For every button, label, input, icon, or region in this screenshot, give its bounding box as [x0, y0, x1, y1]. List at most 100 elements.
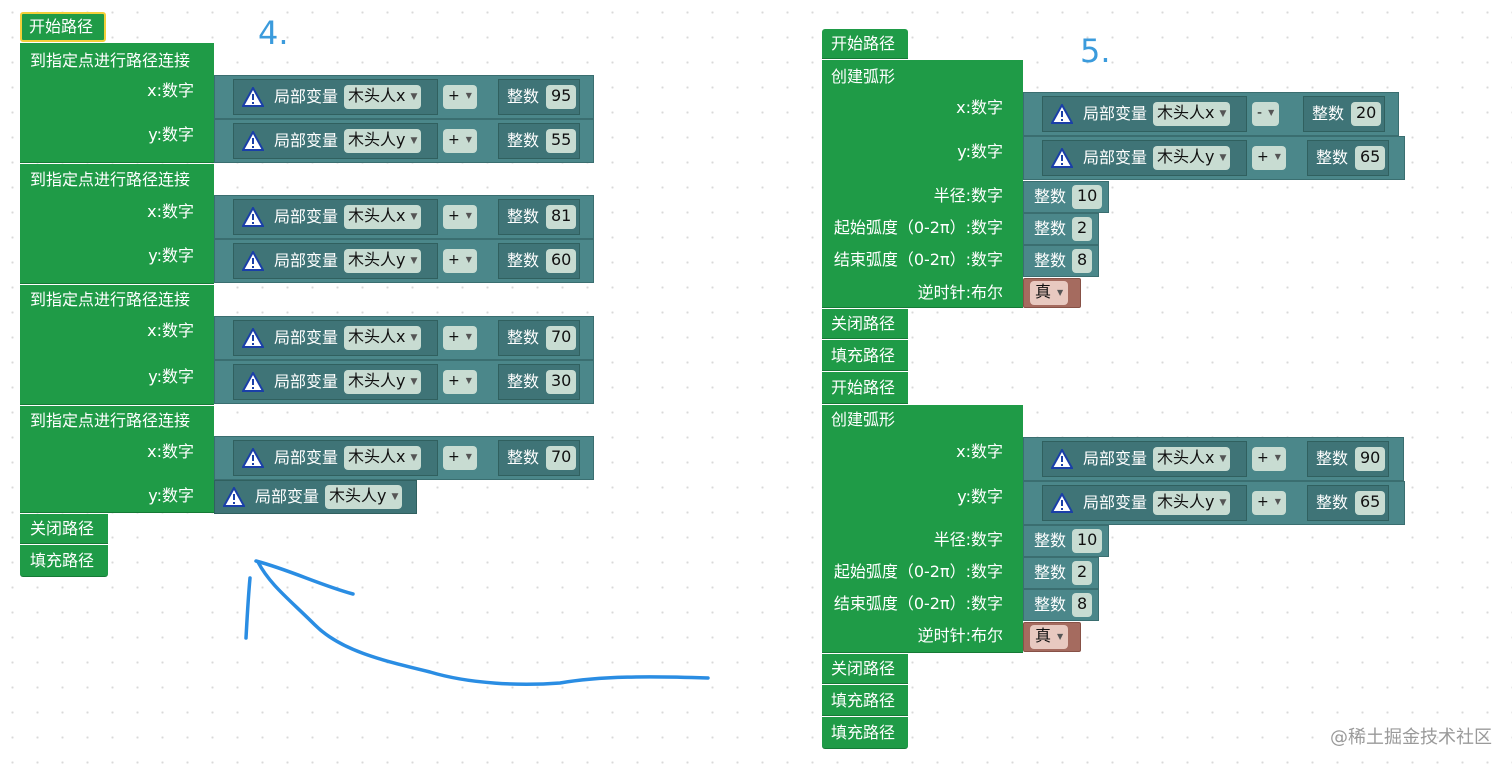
fill-path-block-right-2[interactable]: 填充路径 [822, 685, 908, 716]
operator-dropdown[interactable]: -▼ [1252, 102, 1280, 126]
warning-triangle-icon[interactable] [242, 251, 264, 271]
warning-triangle-icon[interactable] [1051, 148, 1073, 168]
variable-dropdown[interactable]: 木头人y▼ [344, 129, 422, 153]
local-variable-block[interactable]: 局部变量 木头人x▼ [233, 320, 438, 356]
variable-dropdown[interactable]: 木头人y▼ [325, 485, 403, 509]
integer-block[interactable]: 整数 81 [498, 199, 580, 235]
integer-block[interactable]: 整数 95 [498, 79, 580, 115]
create-arc-block-1[interactable]: 创建弧形 x:数字 y:数字 半径:数字 起始弧度（0-2π）:数字 结束弧度（… [822, 60, 1023, 308]
integer-value-field[interactable]: 95 [546, 85, 577, 109]
operator-dropdown[interactable]: +▼ [1252, 447, 1286, 471]
integer-value-field[interactable]: 8 [1072, 593, 1093, 617]
local-variable-block[interactable]: 局部变量 木头人y▼ [214, 480, 417, 514]
math-expression-x[interactable]: 局部变量 木头人x▼ +▼ 整数 70 [214, 316, 594, 360]
fill-path-block-right-1[interactable]: 填充路径 [822, 340, 908, 371]
integer-value-field[interactable]: 60 [546, 249, 577, 273]
variable-dropdown[interactable]: 木头人y▼ [1153, 146, 1231, 170]
boolean-dropdown[interactable]: 真▼ [1030, 625, 1069, 649]
boolean-block[interactable]: 真▼ [1023, 278, 1081, 308]
operator-dropdown[interactable]: +▼ [443, 370, 477, 394]
operator-dropdown[interactable]: +▼ [1252, 491, 1286, 515]
warning-triangle-icon[interactable] [1051, 449, 1073, 469]
math-expression-y[interactable]: 局部变量 木头人y▼ +▼ 整数 60 [214, 239, 594, 283]
warning-triangle-icon[interactable] [242, 87, 264, 107]
math-expression-x[interactable]: 局部变量 木头人x▼ -▼ 整数 20 [1023, 92, 1399, 136]
integer-block[interactable]: 整数 65 [1307, 140, 1389, 176]
variable-dropdown[interactable]: 木头人x▼ [1153, 447, 1231, 471]
integer-value-field[interactable]: 2 [1072, 217, 1093, 241]
operator-dropdown[interactable]: +▼ [443, 129, 477, 153]
math-expression-x[interactable]: 局部变量 木头人x▼ +▼ 整数 90 [1023, 437, 1404, 481]
close-path-block-left[interactable]: 关闭路径 [20, 514, 108, 544]
integer-block[interactable]: 整数 60 [498, 243, 580, 279]
line-to-block-3[interactable]: 到指定点进行路径连接 x:数字 y:数字 [20, 285, 214, 405]
integer-value-field[interactable]: 65 [1355, 491, 1386, 515]
operator-dropdown[interactable]: +▼ [443, 326, 477, 350]
local-variable-block[interactable]: 局部变量 木头人y▼ [1042, 485, 1247, 521]
local-variable-block[interactable]: 局部变量 木头人y▼ [233, 123, 438, 159]
warning-triangle-icon[interactable] [242, 207, 264, 227]
radius-integer-block[interactable]: 整数 10 [1023, 181, 1109, 213]
integer-block[interactable]: 整数 90 [1307, 441, 1389, 477]
integer-block[interactable]: 整数 65 [1307, 485, 1389, 521]
warning-triangle-icon[interactable] [242, 328, 264, 348]
math-expression-y[interactable]: 局部变量 木头人y▼ +▼ 整数 65 [1023, 481, 1405, 525]
warning-triangle-icon[interactable] [1051, 493, 1073, 513]
warning-triangle-icon[interactable] [242, 372, 264, 392]
integer-value-field[interactable]: 90 [1355, 447, 1386, 471]
math-expression-y[interactable]: 局部变量 木头人y▼ +▼ 整数 65 [1023, 136, 1405, 180]
integer-value-field[interactable]: 55 [546, 129, 577, 153]
local-variable-block[interactable]: 局部变量 木头人x▼ [233, 440, 438, 476]
local-variable-block[interactable]: 局部变量 木头人x▼ [233, 79, 438, 115]
integer-block[interactable]: 整数 30 [498, 364, 580, 400]
warning-triangle-icon[interactable] [242, 131, 264, 151]
integer-value-field[interactable]: 10 [1072, 185, 1103, 209]
integer-block[interactable]: 整数 20 [1303, 96, 1385, 132]
integer-value-field[interactable]: 10 [1072, 529, 1103, 553]
math-expression-y[interactable]: 局部变量 木头人y▼ +▼ 整数 30 [214, 360, 594, 404]
warning-triangle-icon[interactable] [223, 487, 245, 507]
variable-dropdown[interactable]: 木头人x▼ [344, 326, 422, 350]
integer-value-field[interactable]: 70 [546, 446, 577, 470]
operator-dropdown[interactable]: +▼ [443, 205, 477, 229]
integer-value-field[interactable]: 2 [1072, 561, 1093, 585]
variable-dropdown[interactable]: 木头人y▼ [1153, 491, 1231, 515]
local-variable-block[interactable]: 局部变量 木头人x▼ [233, 199, 438, 235]
variable-dropdown[interactable]: 木头人y▼ [344, 249, 422, 273]
operator-dropdown[interactable]: +▼ [1252, 146, 1286, 170]
end-angle-integer-block[interactable]: 整数 8 [1023, 589, 1099, 621]
variable-dropdown[interactable]: 木头人x▼ [344, 205, 422, 229]
end-angle-integer-block[interactable]: 整数 8 [1023, 245, 1099, 277]
warning-triangle-icon[interactable] [1051, 104, 1073, 124]
integer-value-field[interactable]: 8 [1072, 249, 1093, 273]
operator-dropdown[interactable]: +▼ [443, 249, 477, 273]
close-path-block-right-1[interactable]: 关闭路径 [822, 309, 908, 339]
variable-dropdown[interactable]: 木头人x▼ [1153, 102, 1231, 126]
variable-dropdown[interactable]: 木头人x▼ [344, 85, 422, 109]
local-variable-block[interactable]: 局部变量 木头人x▼ [1042, 96, 1247, 132]
integer-block[interactable]: 整数 55 [498, 123, 580, 159]
operator-dropdown[interactable]: +▼ [443, 85, 477, 109]
integer-value-field[interactable]: 20 [1351, 102, 1382, 126]
integer-value-field[interactable]: 81 [546, 205, 577, 229]
line-to-block-1[interactable]: 到指定点进行路径连接 x:数字 y:数字 [20, 43, 214, 163]
integer-value-field[interactable]: 65 [1355, 146, 1386, 170]
local-variable-block[interactable]: 局部变量 木头人y▼ [233, 364, 438, 400]
fill-path-block-right-3[interactable]: 填充路径 [822, 717, 908, 749]
warning-triangle-icon[interactable] [242, 448, 264, 468]
close-path-block-right-2[interactable]: 关闭路径 [822, 654, 908, 684]
math-expression-x[interactable]: 局部变量 木头人x▼ +▼ 整数 95 [214, 75, 594, 119]
line-to-block-2[interactable]: 到指定点进行路径连接 x:数字 y:数字 [20, 164, 214, 284]
math-expression-y[interactable]: 局部变量 木头人y▼ +▼ 整数 55 [214, 119, 594, 163]
math-expression-x[interactable]: 局部变量 木头人x▼ +▼ 整数 70 [214, 436, 594, 480]
integer-value-field[interactable]: 30 [546, 370, 577, 394]
variable-dropdown[interactable]: 木头人x▼ [344, 446, 422, 470]
integer-block[interactable]: 整数 70 [498, 440, 580, 476]
operator-dropdown[interactable]: +▼ [443, 446, 477, 470]
start-angle-integer-block[interactable]: 整数 2 [1023, 213, 1099, 245]
integer-block[interactable]: 整数 70 [498, 320, 580, 356]
fill-path-block-left[interactable]: 填充路径 [20, 545, 108, 577]
begin-path-block-left[interactable]: 开始路径 [20, 12, 106, 42]
begin-path-block-right-2[interactable]: 开始路径 [822, 372, 908, 404]
math-expression-x[interactable]: 局部变量 木头人x▼ +▼ 整数 81 [214, 195, 594, 239]
